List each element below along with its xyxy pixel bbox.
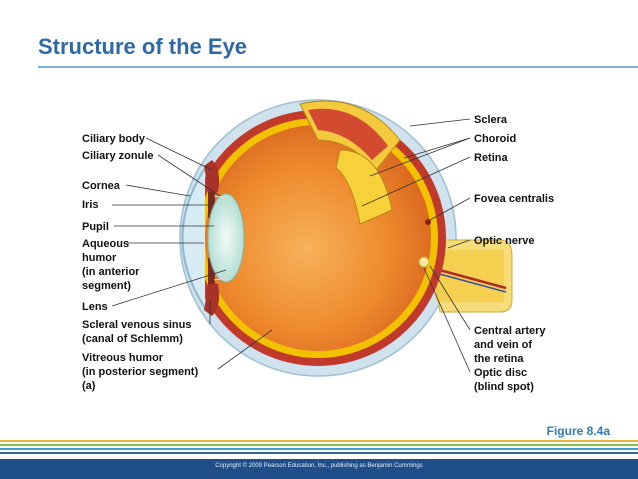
retina-flap <box>335 149 393 225</box>
title-divider <box>38 66 638 68</box>
label-sclera: Sclera <box>474 114 508 126</box>
footer-bar <box>0 459 638 479</box>
label-cornea: Cornea <box>82 180 121 192</box>
ciliary-zonule-lower <box>213 277 227 281</box>
label-optic-disc-line2: (blind spot) <box>474 381 534 393</box>
label-panel: (a) <box>82 380 96 392</box>
label-central-line3: the retina <box>474 353 524 365</box>
choroid-peel <box>308 108 388 160</box>
label-central-line1: Central artery <box>474 325 546 337</box>
lens <box>207 193 245 283</box>
ciliary-body <box>204 160 220 194</box>
leader-lines-right <box>361 118 471 373</box>
label-central-line2: and vein of <box>474 339 532 351</box>
label-lens: Lens <box>82 301 108 313</box>
label-iris: Iris <box>82 199 99 211</box>
footer-stripes <box>0 440 638 456</box>
label-ciliary-body: Ciliary body <box>82 133 146 145</box>
optic-nerve-sheath <box>430 250 504 302</box>
optic-disc <box>418 256 430 268</box>
fovea-centralis <box>425 219 431 225</box>
label-fovea: Fovea centralis <box>474 193 554 205</box>
label-choroid: Choroid <box>474 133 516 145</box>
figure-label: Figure 8.4a <box>546 424 610 438</box>
label-retina: Retina <box>474 152 509 164</box>
copyright-text: Copyright © 2009 Pearson Education, Inc.… <box>215 463 423 469</box>
stripe-orange <box>0 440 638 442</box>
label-optic-nerve: Optic nerve <box>474 235 535 247</box>
iris-upper <box>208 192 215 218</box>
iris-lower <box>208 258 215 284</box>
label-aqueous-line1: Aqueous <box>82 238 129 250</box>
leader-lines-left <box>111 137 273 370</box>
label-scleral-line2: (canal of Schlemm) <box>82 333 183 345</box>
ciliary-body-lower <box>204 282 220 316</box>
label-aqueous-line3: (in anterior <box>82 266 140 278</box>
stripe-blue <box>0 448 638 450</box>
label-vitreous-line2: (in posterior segment) <box>82 366 198 378</box>
ciliary-zonule <box>213 195 227 199</box>
cornea <box>181 167 206 309</box>
label-pupil: Pupil <box>82 221 109 233</box>
stripe-navy <box>0 452 638 454</box>
label-scleral-line1: Scleral venous sinus <box>82 319 191 331</box>
stripe-green <box>0 444 638 446</box>
label-vitreous-line1: Vitreous humor <box>82 352 164 364</box>
label-optic-disc-line1: Optic disc <box>474 367 527 379</box>
label-aqueous-line4: segment) <box>82 280 131 292</box>
label-aqueous-line2: humor <box>82 252 117 264</box>
label-ciliary-zonule: Ciliary zonule <box>82 150 154 162</box>
page-title: Structure of the Eye <box>38 34 248 59</box>
